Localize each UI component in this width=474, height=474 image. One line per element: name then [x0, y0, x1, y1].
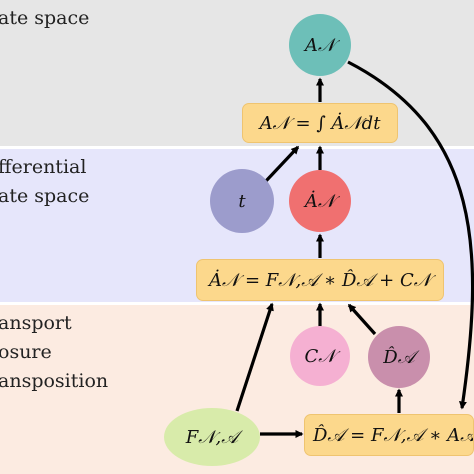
- band-differential-label: fferential ate space: [0, 156, 90, 207]
- node-A-dot: Ȧ𝒩: [289, 170, 351, 232]
- node-F: F𝒩,𝒜: [164, 408, 260, 466]
- node-t: t: [210, 169, 274, 233]
- band-state-space-label: ate space: [0, 7, 90, 29]
- band-state-space: ate space: [0, 0, 474, 146]
- node-A-dot-box-label: Ȧ𝒩 = F𝒩,𝒜 ∗ D̂𝒜 + C𝒩: [209, 269, 431, 291]
- node-D-hat-box-label: D̂𝒜 = F𝒩,𝒜 ∗ A𝒜: [313, 424, 474, 446]
- node-A-dot-label: Ȧ𝒩: [304, 190, 336, 212]
- node-A-N-label: A𝒩: [304, 34, 336, 56]
- node-integral-box: A𝒩 = ∫ Ȧ𝒩dt: [242, 103, 398, 143]
- arrow-Dhat-to-Adotbox: [347, 303, 377, 336]
- node-D-hat: D̂𝒜: [368, 326, 430, 388]
- node-integral-box-label: A𝒩 = ∫ Ȧ𝒩dt: [259, 112, 381, 134]
- node-A-N: A𝒩: [289, 14, 351, 76]
- arrow-F-to-Adotbox: [235, 302, 274, 412]
- band-transport-label: ansport osure ansposition: [0, 312, 109, 392]
- arrow-t-to-integral: [264, 145, 300, 183]
- node-A-dot-box: Ȧ𝒩 = F𝒩,𝒜 ∗ D̂𝒜 + C𝒩: [196, 259, 444, 301]
- node-D-hat-label: D̂𝒜: [383, 346, 415, 368]
- node-t-label: t: [238, 190, 246, 212]
- node-D-hat-box: D̂𝒜 = F𝒩,𝒜 ∗ A𝒜: [304, 414, 474, 456]
- node-C-N-label: C𝒩: [304, 345, 336, 367]
- node-C-N: C𝒩: [290, 326, 350, 386]
- arrow-A-to-Dhatbox: [347, 60, 474, 410]
- node-F-label: F𝒩,𝒜: [185, 426, 239, 448]
